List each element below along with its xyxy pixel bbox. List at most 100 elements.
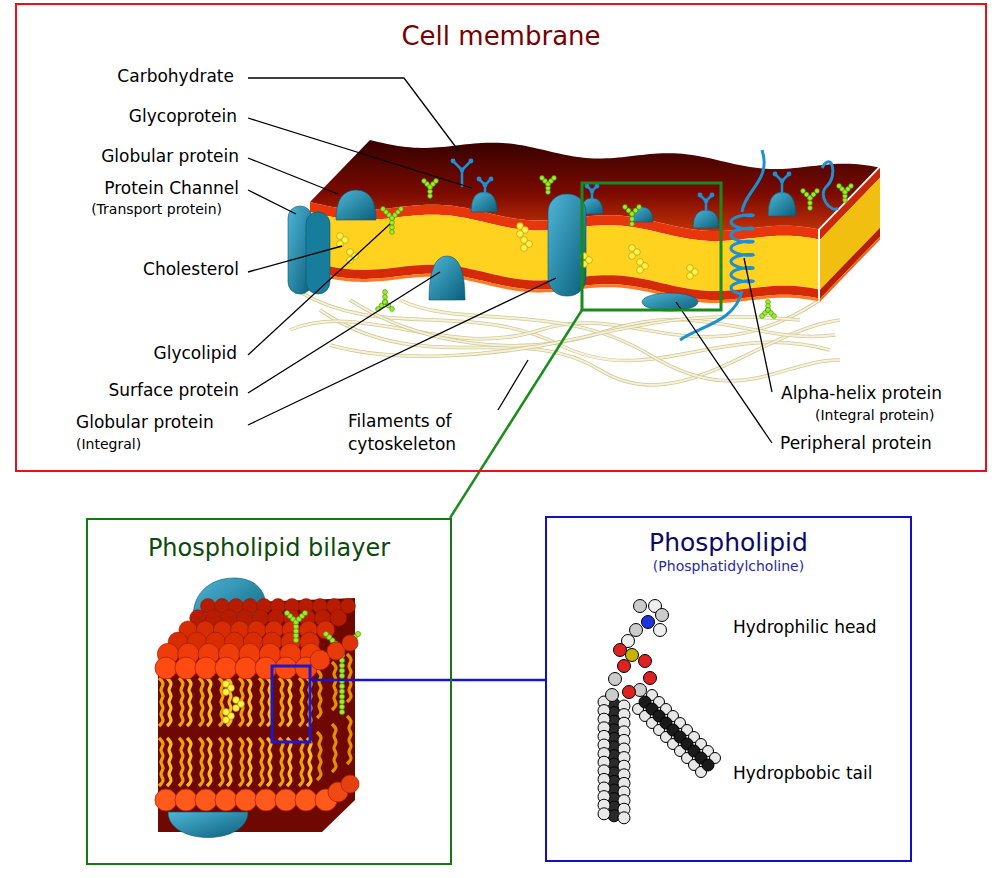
lipid-tail	[299, 678, 303, 726]
lipid-tail	[299, 738, 303, 786]
lipid-tail	[347, 654, 351, 702]
filament	[320, 310, 840, 385]
part-label: Peripheral protein	[780, 433, 932, 453]
glycolipid	[630, 222, 635, 227]
lipid-head	[195, 657, 217, 679]
part-label: Carbohydrate	[117, 66, 234, 86]
glycolipid	[339, 709, 344, 714]
glycolipid	[339, 673, 344, 678]
leader-line	[248, 224, 390, 355]
part-label: Protein Channel	[104, 178, 239, 198]
lipid-tail	[167, 738, 171, 786]
lipid-tail	[287, 678, 291, 726]
leader-line	[248, 190, 296, 214]
cholesterol	[521, 245, 528, 252]
lipid-tail	[187, 678, 191, 726]
lipid-head	[255, 657, 277, 679]
glycolipid	[390, 230, 395, 235]
zoom-connector	[450, 310, 582, 518]
panel-subtitle: (Phosphatidylcholine)	[653, 558, 804, 575]
glycolipid	[849, 184, 854, 189]
globular-protein	[768, 192, 796, 216]
head-atom	[618, 660, 631, 673]
alpha-helix	[742, 150, 764, 212]
lipid-head	[255, 789, 277, 811]
lipid-tail	[307, 738, 311, 786]
zoom-frame	[582, 183, 721, 310]
lipid-head	[295, 789, 317, 811]
lipid-head	[175, 657, 197, 679]
lipid-tail	[267, 738, 271, 786]
panel-title: Cell membrane	[401, 21, 600, 52]
glycolipid	[339, 663, 344, 668]
glycolipid	[760, 314, 765, 319]
part-label: Alpha-helix protein	[781, 383, 942, 403]
panel-frame: Phospholipid(Phosphatidylcholine)	[545, 516, 912, 862]
glycolipid	[630, 217, 635, 222]
lipid-head	[342, 635, 358, 651]
carbohydrate-chain	[451, 159, 456, 164]
lipid-tail	[199, 678, 203, 726]
carbohydrate-chain	[698, 193, 703, 198]
lipid-head	[235, 789, 257, 811]
hydrogen-atom	[598, 808, 610, 820]
part-label: Globular protein	[101, 146, 239, 166]
glycolipid	[339, 689, 344, 694]
carbohydrate-chain	[489, 177, 494, 182]
zoom-frame	[272, 666, 310, 742]
glycolipid	[383, 295, 388, 300]
glycolipid	[399, 207, 404, 212]
head-atom	[634, 600, 647, 613]
membrane-side-layer	[820, 178, 880, 290]
glycolipid	[552, 176, 557, 181]
lipid-head	[215, 657, 237, 679]
lipid-tail	[259, 678, 263, 726]
lipid-tail	[219, 738, 223, 786]
cholesterol	[517, 231, 524, 238]
lipid-tail	[167, 678, 171, 726]
lipid-tail	[219, 678, 223, 726]
alpha-helix	[680, 291, 742, 340]
glycolipid	[808, 206, 813, 211]
lipid-tail	[247, 678, 251, 726]
lipid-tail	[207, 738, 211, 786]
bilayer-illustration	[155, 578, 361, 838]
lipid-head	[195, 789, 217, 811]
part-label: Filaments of cytoskeleton	[348, 410, 483, 456]
head-atom	[623, 686, 636, 699]
glycolipid	[339, 704, 344, 709]
lipid-tail	[247, 738, 251, 786]
lipid-tail	[159, 678, 163, 726]
carbohydrate-chain	[787, 172, 792, 177]
globular-protein	[336, 190, 376, 220]
lipid-tail	[259, 738, 263, 786]
leader-line	[248, 246, 342, 272]
cholesterol	[629, 253, 636, 260]
head-atom	[606, 689, 619, 702]
leader-line	[676, 302, 772, 443]
hydrogen-atom	[618, 812, 630, 824]
lipid-head	[175, 789, 197, 811]
peripheral-protein	[642, 293, 698, 311]
glycolipid	[339, 668, 344, 673]
part-label: Hydropbobic tail	[733, 763, 872, 783]
glycolipid	[383, 290, 388, 295]
cholesterol	[223, 689, 230, 696]
membrane-side-layer	[820, 228, 880, 299]
carbohydrate-chain	[477, 177, 482, 182]
glycolipid	[772, 314, 777, 319]
lipid-tail	[159, 738, 163, 786]
integral-protein	[548, 194, 586, 296]
bilayer-back	[158, 598, 355, 832]
head-atom	[639, 655, 652, 668]
glycolipid	[434, 179, 439, 184]
glycolipid	[623, 205, 628, 210]
lipid-tail	[332, 724, 336, 772]
part-label: Glycoprotein	[129, 106, 237, 126]
cholesterol	[233, 705, 240, 712]
filament	[320, 310, 840, 385]
leader-line	[248, 78, 458, 150]
lipid-tail	[239, 738, 243, 786]
lipid-head	[155, 657, 177, 679]
lipid-tail	[287, 738, 291, 786]
